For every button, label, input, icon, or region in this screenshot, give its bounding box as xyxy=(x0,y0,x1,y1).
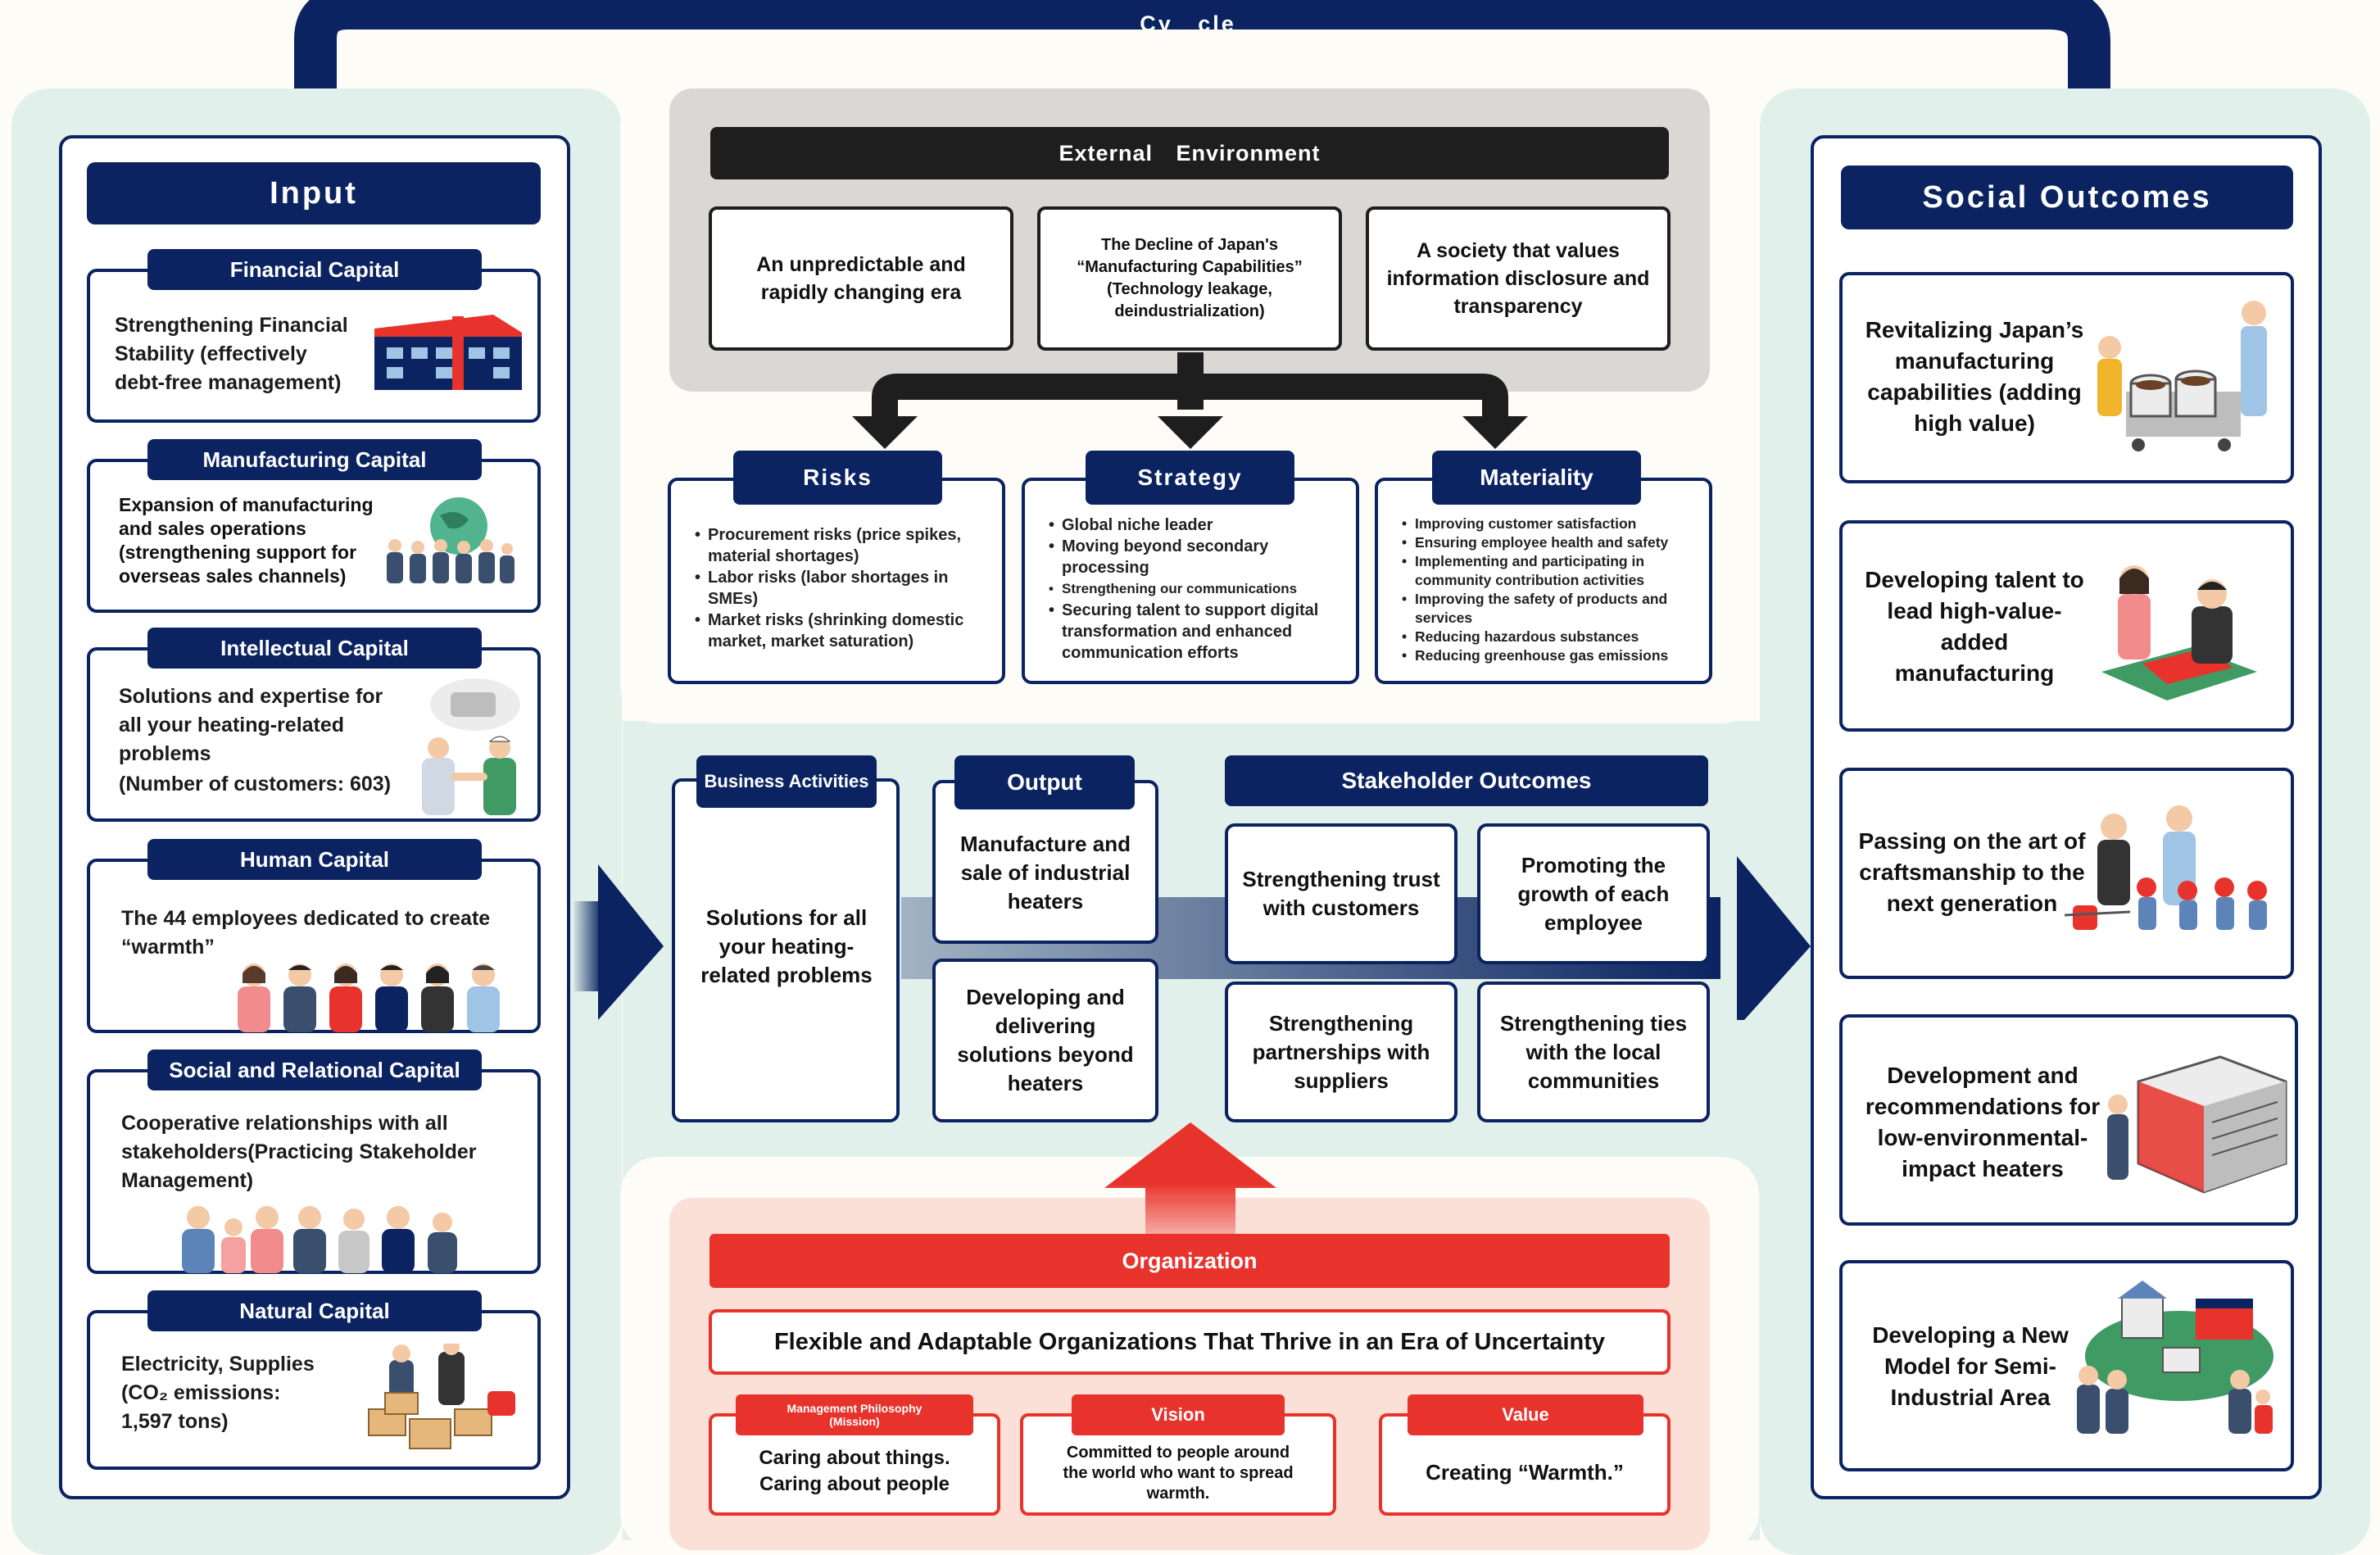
children-icon xyxy=(2065,799,2279,946)
social-text-revitalizing: Revitalizing Japan’s manufacturing capab… xyxy=(1865,317,2084,436)
capital-box-intellectual xyxy=(87,647,541,822)
capital-text-natural: Electricity, Supplies (CO₂ emissions: 1,… xyxy=(121,1353,315,1433)
stakeholder-box-employee: Promoting the growth of each employee xyxy=(1477,823,1710,964)
capital-title-financial: Financial Capital xyxy=(147,249,482,290)
capital-title-manufacturing: Manufacturing Capital xyxy=(147,439,482,480)
capital-text-social-relational: Cooperative relationships with all stake… xyxy=(121,1112,477,1192)
organization-title: Organization xyxy=(709,1234,1670,1288)
materiality-item: Reducing hazardous substances xyxy=(1402,628,1700,646)
capital-text-human: The 44 employees dedicated to create “wa… xyxy=(121,907,491,959)
external-title: External Environment xyxy=(710,127,1669,179)
business-title: Business Activities xyxy=(696,755,877,808)
materiality-list: Improving customer satisfaction Ensuring… xyxy=(1397,515,1700,665)
strategy-list: Global niche leader Moving beyond second… xyxy=(1044,515,1347,664)
output-text-manufacture: Manufacture and sale of industrial heate… xyxy=(959,831,1131,914)
capital-text-financial: Strengthening Financial Stability (effec… xyxy=(115,314,348,394)
pots-icon xyxy=(2093,293,2278,465)
value-text: Creating “Warmth.” xyxy=(1426,1459,1624,1485)
social-title: Social Outcomes xyxy=(1841,165,2293,229)
vision-text: Committed to people around the world who… xyxy=(1063,1443,1294,1503)
stakeholder-box-customers: Strengthening trust with customers xyxy=(1225,823,1457,964)
business-box xyxy=(672,778,900,1122)
social-text-craftsmanship: Passing on the art of craftsmanship to t… xyxy=(1858,828,2086,916)
town-icon xyxy=(2073,1274,2282,1438)
boxes-icon xyxy=(365,1344,520,1454)
business-text: Solutions for all your heating-related p… xyxy=(700,904,873,987)
materiality-item: Improving customer satisfaction xyxy=(1402,515,1700,533)
risks-list: Procurement risks (price spikes, materia… xyxy=(690,524,993,652)
strategy-item: Moving beyond secondary processing xyxy=(1049,536,1347,578)
capital-title-intellectual: Intellectual Capital xyxy=(147,628,482,669)
globe-people-icon xyxy=(379,495,518,585)
employees-icon xyxy=(233,955,511,1032)
capital-title-human: Human Capital xyxy=(147,839,482,880)
materiality-item: Implementing and participating in commun… xyxy=(1402,552,1700,590)
strategy-title: Strategy xyxy=(1086,451,1294,505)
capital-text-intellectual: Solutions and expertise for all your hea… xyxy=(119,685,383,765)
risks-title: Risks xyxy=(733,451,942,505)
risk-item: Labor risks (labor shortages in SMEs) xyxy=(695,567,993,610)
social-box-revitalizing xyxy=(1839,272,2294,483)
stakeholders-icon xyxy=(172,1198,475,1273)
capital-title-natural: Natural Capital xyxy=(147,1290,482,1331)
output-title: Output xyxy=(954,755,1135,809)
social-text-heaters: Development and recommendations for low-… xyxy=(1865,1063,2101,1181)
strategy-item: Strengthening our communications xyxy=(1049,578,1347,600)
handshake-icon xyxy=(414,676,528,819)
input-title: Input xyxy=(87,162,541,224)
stakeholder-box-communities: Strengthening ties with the local commun… xyxy=(1477,982,1710,1122)
materiality-item: Improving the safety of products and ser… xyxy=(1402,590,1700,628)
materiality-title: Materiality xyxy=(1432,451,1641,505)
materiality-item: Reducing greenhouse gas emissions xyxy=(1402,646,1700,665)
organization-banner: Flexible and Adaptable Organizations Tha… xyxy=(709,1309,1671,1375)
strategy-item: Securing talent to support digital trans… xyxy=(1049,600,1347,664)
risk-item: Procurement risks (price spikes, materia… xyxy=(695,524,993,567)
capital-extra-intellectual: (Number of customers: 603) xyxy=(119,773,392,796)
capital-box-human xyxy=(87,859,541,1033)
factory-icon xyxy=(370,308,526,394)
value-title: Value xyxy=(1408,1394,1643,1435)
external-box-decline: The Decline of Japan's “Manufacturing Ca… xyxy=(1037,206,1342,351)
external-box-era: An unpredictable and rapidly changing er… xyxy=(709,206,1013,351)
social-box-craftsmanship xyxy=(1839,768,2294,979)
capital-text-manufacturing: Expansion of manufacturing and sales ope… xyxy=(119,494,374,587)
organization-up-arrow xyxy=(1104,1122,1276,1245)
stakeholder-title: Stakeholder Outcomes xyxy=(1225,755,1708,806)
stakeholder-box-suppliers: Strengthening partnerships with supplier… xyxy=(1225,982,1457,1122)
social-text-semi-industrial: Developing a New Model for Semi-Industri… xyxy=(1872,1322,2069,1410)
mission-text: Caring about things. Caring about people xyxy=(759,1447,950,1495)
risk-item: Market risks (shrinking domestic market,… xyxy=(695,610,993,652)
heater-unit-icon xyxy=(2106,1049,2290,1196)
mentoring-icon xyxy=(2093,549,2273,705)
branch-arrows xyxy=(787,352,1589,451)
cycle-label: Cy cle xyxy=(1140,11,1236,36)
strategy-item: Global niche leader xyxy=(1049,515,1347,536)
external-box-transparency: A society that values information disclo… xyxy=(1366,206,1671,351)
mission-title: Management Philosophy (Mission) xyxy=(736,1394,973,1435)
materiality-item: Ensuring employee health and safety xyxy=(1402,533,1700,552)
output-box-developing: Developing and delivering solutions beyo… xyxy=(932,959,1158,1122)
social-text-talent: Developing talent to lead high-value-add… xyxy=(1865,567,2084,686)
vision-title: Vision xyxy=(1072,1394,1285,1435)
capital-title-social-relational: Social and Relational Capital xyxy=(147,1050,482,1090)
